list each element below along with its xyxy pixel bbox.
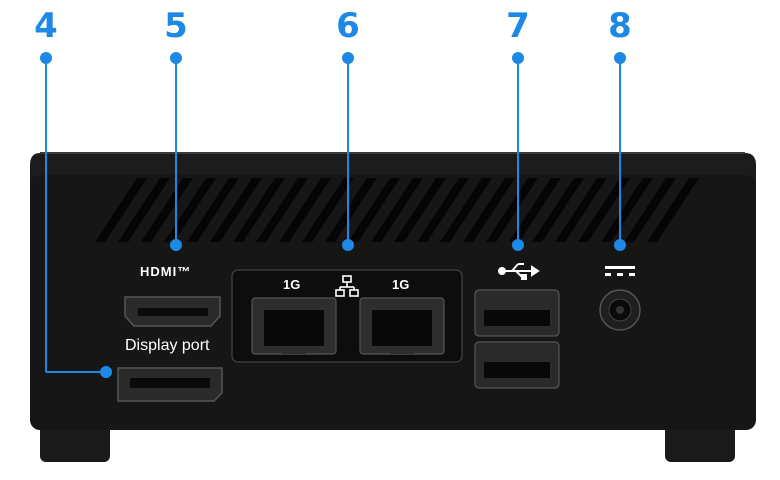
right-foot [665, 420, 735, 462]
hdmi-label: HDMI™ [140, 264, 192, 279]
left-foot [40, 420, 110, 462]
lan-port-2 [359, 297, 445, 355]
displayport-label: Display port [125, 337, 210, 354]
callout-number-8: 8 [608, 6, 632, 46]
callout-number-5: 5 [164, 6, 188, 46]
network-icon [335, 275, 359, 297]
callout-number-6: 6 [336, 6, 360, 46]
hdmi-port-icon [124, 296, 221, 327]
lan1-speed-label: 1G [283, 277, 301, 292]
usb-port-1 [474, 289, 560, 337]
dc-power-icon [605, 266, 635, 276]
displayport-icon [117, 367, 223, 402]
usb-icon [498, 263, 540, 280]
lan2-speed-label: 1G [392, 277, 410, 292]
dc-jack [599, 289, 641, 331]
callout-number-4: 4 [34, 6, 58, 46]
vent-grille [95, 178, 699, 242]
callout-leaders [40, 52, 626, 378]
callout-number-7: 7 [506, 6, 530, 46]
lan-port-1 [251, 297, 337, 355]
usb-port-2 [474, 341, 560, 389]
